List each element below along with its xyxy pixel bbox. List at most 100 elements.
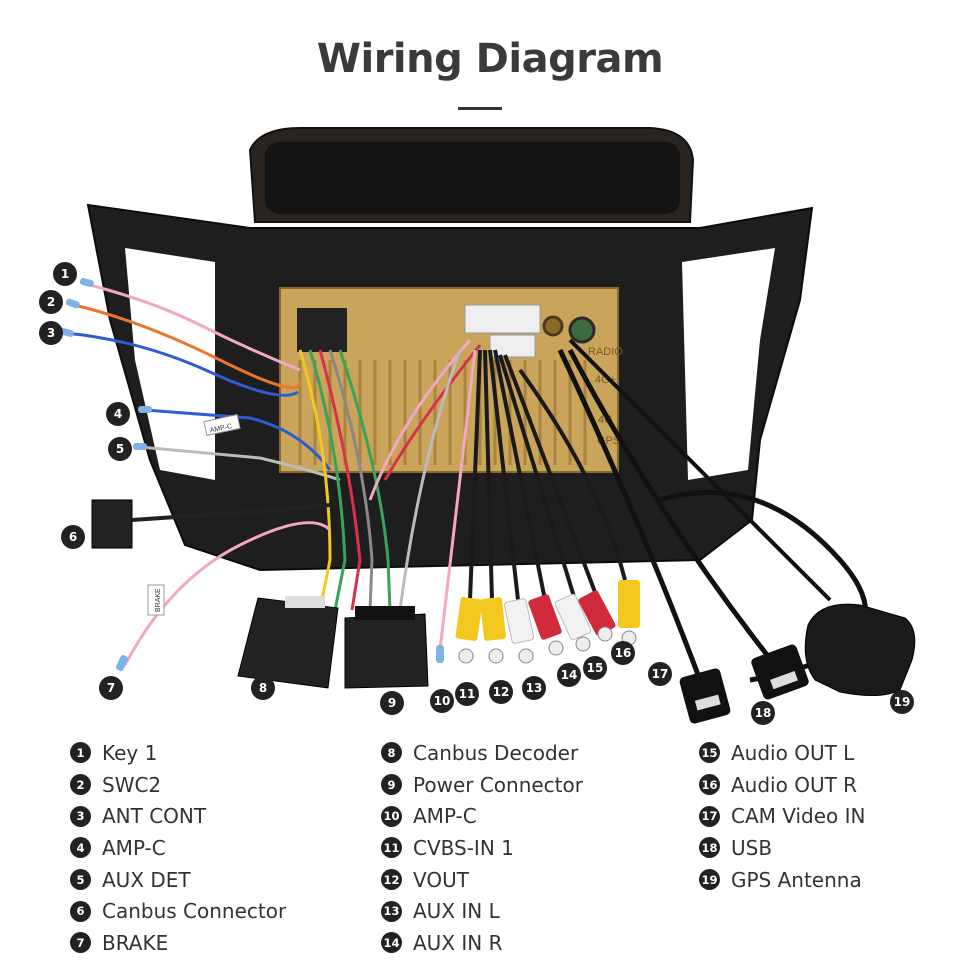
callout-13: 13 (522, 676, 546, 700)
callout-16: 16 (611, 641, 635, 665)
legend-number: 11 (381, 837, 402, 859)
canbus-connector (91, 499, 133, 549)
usb-plug-b (751, 644, 809, 700)
legend-number: 1 (70, 742, 91, 764)
legend-label: BRAKE (102, 930, 169, 955)
brake-tag (147, 584, 165, 616)
legend-number: 13 (381, 900, 402, 922)
legend-label: Canbus Connector (102, 899, 287, 924)
power-connector (344, 613, 429, 689)
wire-ant-cont (64, 331, 299, 397)
legend-number: 3 (70, 805, 91, 827)
gps-antenna (804, 603, 916, 696)
page-title: Wiring Diagram (316, 36, 664, 82)
legend-number: 2 (70, 774, 91, 796)
wire-swc2 (69, 302, 302, 390)
legend-number: 5 (70, 869, 91, 891)
legend-item-6: 6 Canbus Connector (70, 895, 286, 927)
legend-item-17: 17 CAM Video IN (699, 800, 866, 832)
legend-label: Audio OUT L (731, 740, 855, 765)
legend-number: 14 (381, 932, 402, 954)
legend-number: 7 (70, 932, 91, 954)
legend-number: 16 (699, 774, 720, 796)
callout-10: 10 (430, 689, 454, 713)
legend-item-15: 15 Audio OUT L (699, 737, 866, 769)
callout-7: 7 (99, 676, 123, 700)
legend-number: 4 (70, 837, 91, 859)
legend-item-14: 14 AUX IN R (381, 927, 583, 959)
legend-item-5: 5 AUX DET (70, 864, 286, 896)
callout-11: 11 (455, 682, 479, 706)
legend-label: AUX IN R (413, 930, 503, 955)
gps-jack (568, 316, 596, 344)
radio-port-label: RADIO (588, 346, 623, 358)
legend-number: 15 (699, 742, 720, 764)
callout-8: 8 (251, 676, 275, 700)
legend-item-16: 16 Audio OUT R (699, 769, 866, 801)
legend-label: GPS Antenna (731, 867, 862, 892)
harness-bundle (298, 339, 482, 611)
callout-6: 6 (61, 525, 85, 549)
legend-number: 19 (699, 869, 720, 891)
legend-label: Canbus Decoder (413, 740, 579, 765)
harness-connector-bottom (489, 334, 536, 358)
canbus-decoder (237, 597, 339, 689)
harness-connector-top (464, 304, 541, 334)
legend-item-19: 19 GPS Antenna (699, 864, 866, 896)
legend-label: SWC2 (102, 772, 162, 797)
legend-item-9: 9 Power Connector (381, 769, 583, 801)
legend-item-7: 7 BRAKE (70, 927, 286, 959)
legend-label: VOUT (413, 867, 469, 892)
callout-3: 3 (39, 321, 63, 345)
callout-14: 14 (557, 663, 581, 687)
legend-item-18: 18 USB (699, 832, 866, 864)
amp-c-tag (203, 414, 241, 436)
right-vent (682, 248, 775, 480)
brake-tag-label: BRAKE (155, 588, 162, 612)
callout-15: 15 (583, 656, 607, 680)
legend-number: 12 (381, 869, 402, 891)
callout-5: 5 (108, 437, 132, 461)
legend-item-12: 12 VOUT (381, 864, 583, 896)
legend-label: AMP-C (413, 804, 477, 829)
legend-label: CAM Video IN (731, 804, 866, 829)
legend-number: 9 (381, 774, 402, 796)
legend-label: USB (731, 835, 773, 860)
legend-label: Power Connector (413, 772, 583, 797)
legend-number: 17 (699, 805, 720, 827)
legend-column-3: 15 Audio OUT L 16 Audio OUT R 17 CAM Video … (699, 737, 866, 895)
wiring-diagram: RADIO 4G+ 4G GPS AMP-C BRAKE (59, 127, 916, 724)
wire-brake (123, 521, 332, 666)
legend-label: Audio OUT R (731, 772, 858, 797)
callout-4: 4 (106, 402, 130, 426)
callout-18: 18 (751, 701, 775, 725)
hood-window (265, 142, 680, 214)
legend-item-13: 13 AUX IN L (381, 895, 583, 927)
wire-key1 (81, 281, 301, 372)
legend-number: 6 (70, 900, 91, 922)
legend-item-1: 1 Key 1 (70, 737, 286, 769)
legend-label: Key 1 (102, 740, 158, 765)
wire-aux-det (139, 445, 341, 482)
radio-jack (542, 315, 564, 337)
legend-label: AUX DET (102, 867, 191, 892)
legend-number: 18 (699, 837, 720, 859)
rca-plugs (455, 580, 640, 644)
legend-item-2: 2 SWC2 (70, 769, 286, 801)
legend-label: AUX IN L (413, 899, 500, 924)
callout-1: 1 (53, 262, 77, 286)
amp-c-tag-label: AMP-C (209, 423, 233, 435)
callout-19: 19 (890, 690, 914, 714)
legend-number: 8 (381, 742, 402, 764)
callout-12: 12 (489, 680, 513, 704)
callout-17: 17 (648, 662, 672, 686)
rca-tips (458, 626, 637, 664)
callout-2: 2 (39, 290, 63, 314)
legend-label: CVBS-IN 1 (413, 835, 514, 860)
left-vent (125, 248, 215, 480)
